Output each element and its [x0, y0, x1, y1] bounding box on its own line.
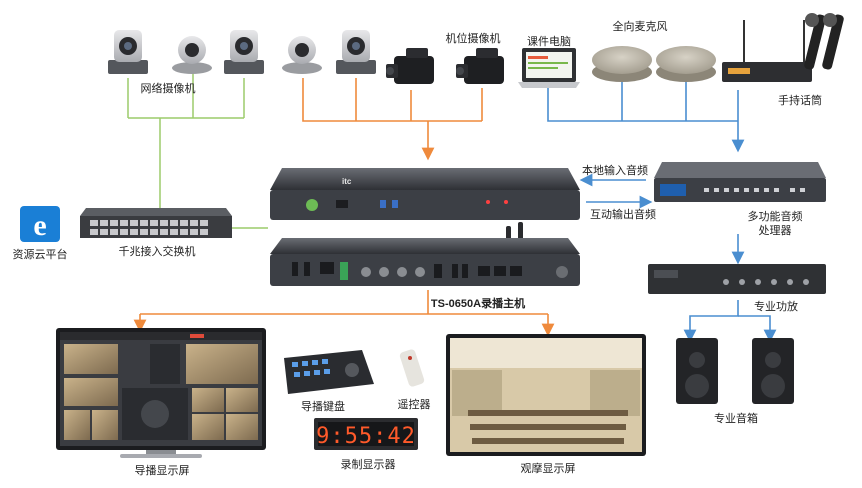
director-keyboard	[284, 350, 374, 394]
clock-time: 9:55:42	[316, 424, 416, 449]
network-camera-3	[224, 30, 264, 74]
handheld-mic-receiver	[722, 13, 844, 82]
video-lines	[133, 78, 555, 337]
network-camera-5	[336, 30, 376, 74]
recording-host-front: itc	[270, 168, 580, 220]
audio-lines	[547, 80, 777, 343]
label-courseware-pc: 课件电脑	[527, 35, 571, 48]
recording-clock-display: 9:55:42	[314, 418, 418, 450]
label-director-keyboard: 导播键盘	[301, 400, 345, 413]
network-camera-2	[172, 36, 212, 74]
recording-host-rear	[270, 222, 580, 286]
observation-screen	[446, 334, 646, 456]
remote-control	[399, 349, 425, 387]
label-gigabit-switch: 千兆接入交换机	[118, 245, 196, 258]
director-screen	[56, 328, 266, 458]
brand-logo: itc	[342, 177, 352, 186]
cloud-platform-icon: e	[20, 206, 60, 242]
pro-speaker-left	[676, 338, 718, 404]
audio-processor	[654, 162, 826, 202]
label-remote-control: 遥控器	[397, 398, 431, 411]
network-camera-1	[108, 30, 148, 74]
label-recording-display: 录制显示器	[340, 458, 396, 471]
svg-text:e: e	[33, 209, 46, 242]
label-handheld-mic: 手持话筒	[778, 94, 822, 107]
label-cloud-platform: 资源云平台	[12, 248, 68, 261]
label-omni-mic: 全向麦克风	[612, 20, 668, 33]
label-recording-host: TS-0650A录播主机	[430, 298, 526, 310]
label-audio-processor-2: 处理器	[758, 224, 792, 237]
network-lines	[127, 72, 268, 229]
omni-mic-2	[656, 46, 716, 82]
pro-speaker-right	[752, 338, 794, 404]
gigabit-switch	[80, 208, 232, 238]
omni-mic-1	[592, 46, 652, 82]
label-position-cameras: 机位摄像机	[445, 32, 501, 45]
network-camera-4	[282, 36, 322, 74]
label-interactive-audio-out: 互动输出音频	[590, 208, 656, 221]
position-camera-1	[386, 48, 434, 84]
position-camera-2	[456, 48, 504, 84]
pro-amplifier	[648, 264, 826, 294]
courseware-laptop	[518, 48, 580, 88]
label-observation-screen: 观摩显示屏	[520, 462, 576, 475]
label-pro-speaker: 专业音箱	[714, 412, 758, 425]
label-local-audio-in: 本地输入音频	[582, 164, 648, 177]
label-director-screen: 导播显示屏	[134, 464, 190, 477]
label-audio-processor-1: 多功能音频	[747, 210, 803, 223]
label-pro-amplifier: 专业功放	[754, 300, 798, 313]
label-network-cameras: 网络摄像机	[140, 82, 196, 95]
